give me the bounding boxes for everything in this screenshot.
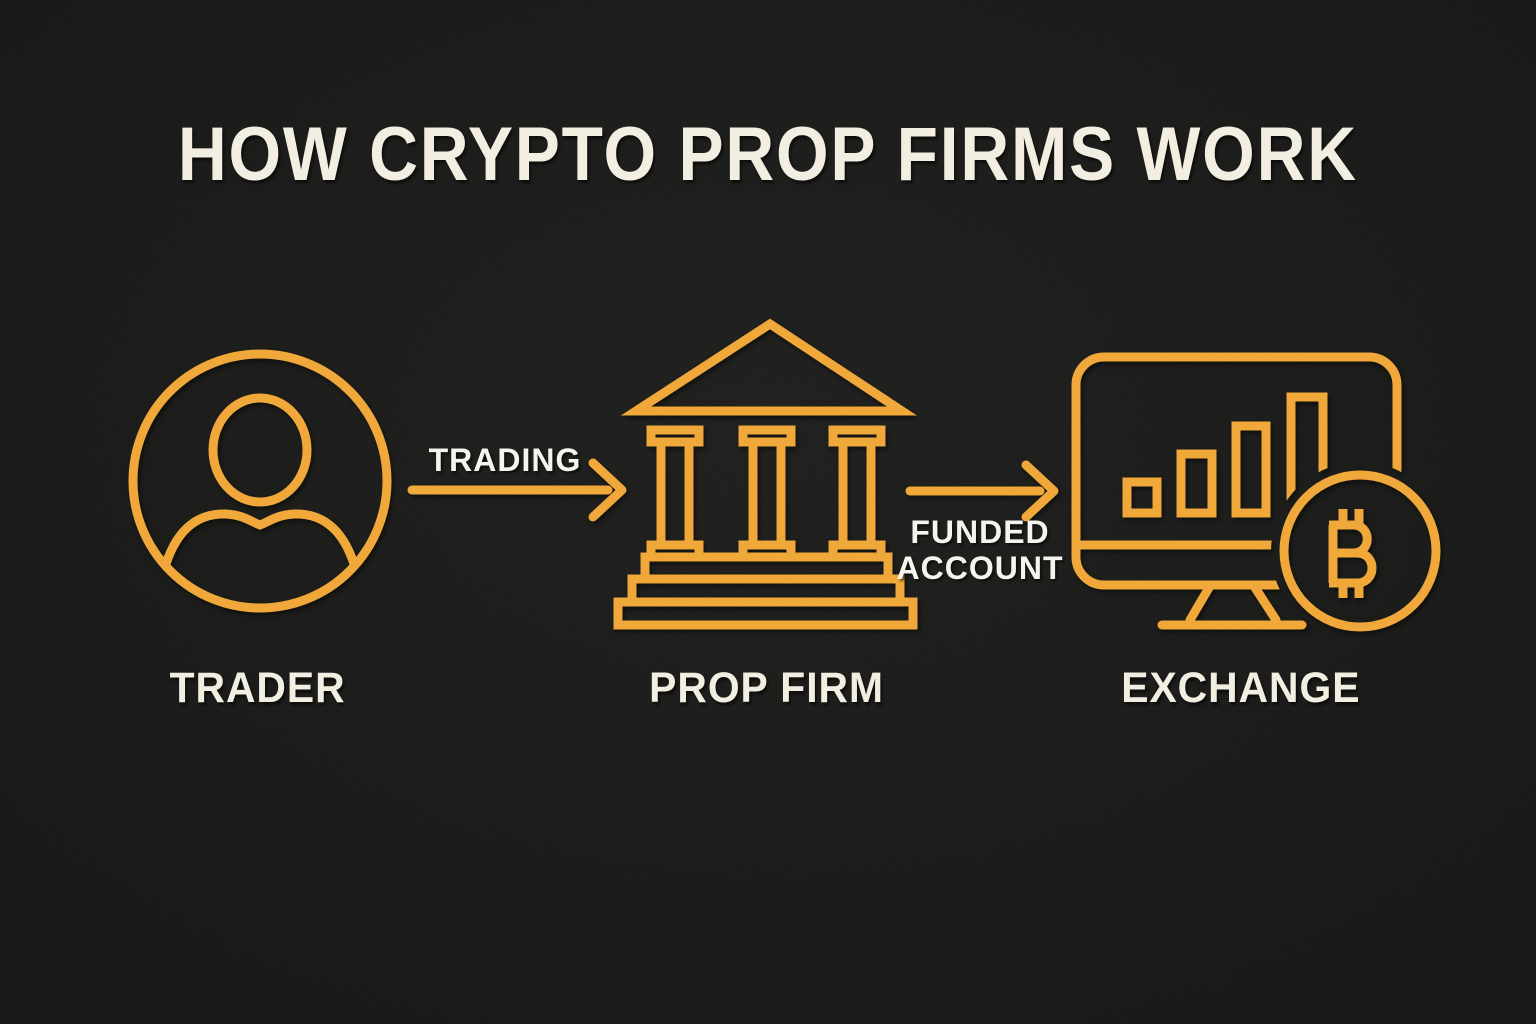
chart-bars-icon: [1122, 392, 1328, 518]
exchange-label: EXCHANGE: [1121, 664, 1361, 712]
monitor-stand: [1157, 581, 1307, 630]
prop-firm-label: PROP FIRM: [649, 664, 885, 712]
bank-steps: [613, 552, 918, 630]
bank-building-icon: [613, 318, 918, 630]
bitcoin-icon: [1279, 470, 1441, 632]
user-avatar-icon: [128, 349, 392, 613]
trading-monitor-icon: [1071, 352, 1402, 630]
funded-account-arrow-label: FUNDED ACCOUNT: [896, 514, 1064, 586]
trading-arrow-label: TRADING: [428, 442, 582, 478]
page-title: HOW CRYPTO PROP FIRMS WORK: [178, 112, 1358, 197]
funded-account-arrow right-arrow-icon: [905, 460, 1059, 522]
trading-arrow right-arrow-icon: [407, 458, 627, 522]
trader-label: TRADER: [170, 664, 346, 712]
